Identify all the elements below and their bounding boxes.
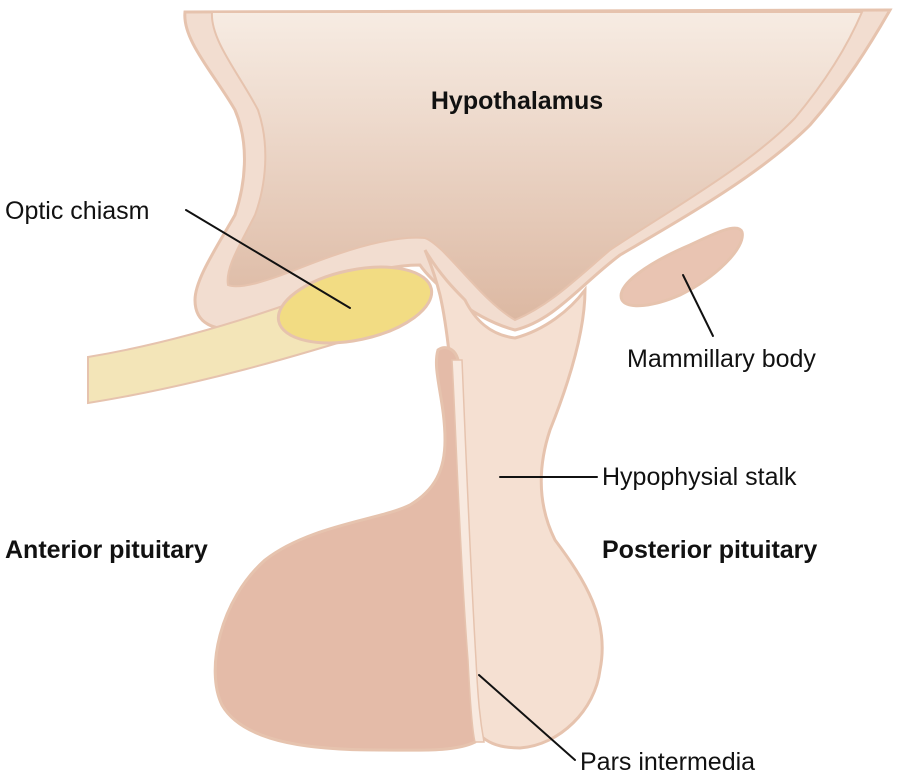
label-anterior-pituitary: Anterior pituitary (5, 536, 208, 564)
mammillary-body (619, 226, 744, 308)
label-mammillary-body: Mammillary body (627, 345, 816, 373)
optic-chiasm-leader (185, 209, 351, 309)
pars-intermedia-leader (478, 674, 576, 761)
label-hypophysial-stalk: Hypophysial stalk (602, 463, 797, 491)
optic-chiasm (276, 265, 434, 345)
hypothalamus-region (210, 11, 864, 322)
label-posterior-pituitary: Posterior pituitary (602, 536, 817, 564)
label-hypothalamus: Hypothalamus (431, 87, 603, 115)
anterior-pituitary (213, 346, 478, 752)
label-pars-intermedia: Pars intermedia (580, 748, 755, 776)
mammillary-body-leader (682, 274, 714, 337)
label-optic-chiasm: Optic chiasm (5, 197, 149, 225)
pars-intermedia (451, 359, 485, 743)
